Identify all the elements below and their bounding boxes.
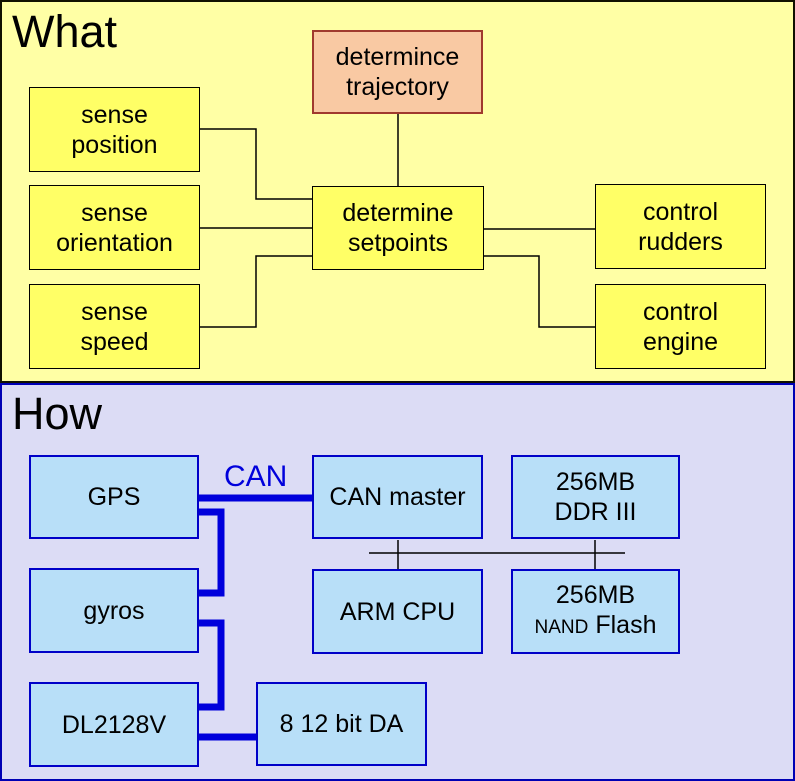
box-label-line: trajectory xyxy=(346,73,449,101)
what-title: What xyxy=(12,6,118,57)
box-label-line: position xyxy=(71,130,158,159)
box-label-line: 8 12 bit DA xyxy=(279,710,404,738)
box-label-line: NAND Flash xyxy=(535,610,657,643)
box-label-line: control xyxy=(642,297,719,326)
how-title: How xyxy=(12,388,103,439)
can-bus-label: CAN xyxy=(224,460,288,493)
box-label-line: sense xyxy=(81,198,148,227)
flash-text: Flash xyxy=(595,611,657,639)
box-control-rudders: control rudders xyxy=(595,184,766,269)
box-gps: GPS xyxy=(29,455,199,539)
box-nand-flash: 256MB NAND Flash xyxy=(511,569,680,654)
box-label-line: control xyxy=(642,197,719,226)
box-control-engine: control engine xyxy=(595,284,766,369)
box-label-line: ARM CPU xyxy=(339,597,456,626)
box-label-line: DDR III xyxy=(554,498,637,526)
box-label-line: sense xyxy=(81,297,148,326)
box-dl2128v: DL2128V xyxy=(29,682,199,767)
box-determine-trajectory: determince trajectory xyxy=(312,30,483,114)
box-label-line: DL2128V xyxy=(61,710,167,739)
box-gyros: gyros xyxy=(29,568,199,653)
nand-small-caps-text: NAND xyxy=(534,617,589,638)
box-sense-speed: sense speed xyxy=(29,284,200,369)
box-label-line: setpoints xyxy=(347,229,449,257)
box-arm-cpu: ARM CPU xyxy=(312,569,483,654)
box-sense-orientation: sense orientation xyxy=(29,185,200,270)
box-can-master: CAN master xyxy=(312,455,483,539)
box-sense-position: sense position xyxy=(29,87,200,172)
box-label-line: 256MB xyxy=(555,468,636,496)
box-8-12bit-da: 8 12 bit DA xyxy=(256,682,427,766)
box-label-line: speed xyxy=(80,327,149,356)
box-label-line: GPS xyxy=(87,483,141,511)
box-ddr-memory: 256MB DDR III xyxy=(511,455,680,539)
box-label-line: determine xyxy=(342,199,454,227)
box-label-line: sense xyxy=(81,100,148,129)
box-determine-setpoints: determine setpoints xyxy=(312,186,484,270)
box-label-line: orientation xyxy=(56,228,173,257)
box-label-line: rudders xyxy=(638,227,723,256)
box-label-line: determince xyxy=(335,43,460,71)
box-label-line: CAN master xyxy=(329,483,466,511)
box-label-line: engine xyxy=(642,327,719,356)
box-label-line: 256MB xyxy=(555,581,636,609)
box-label-line: gyros xyxy=(83,596,145,625)
